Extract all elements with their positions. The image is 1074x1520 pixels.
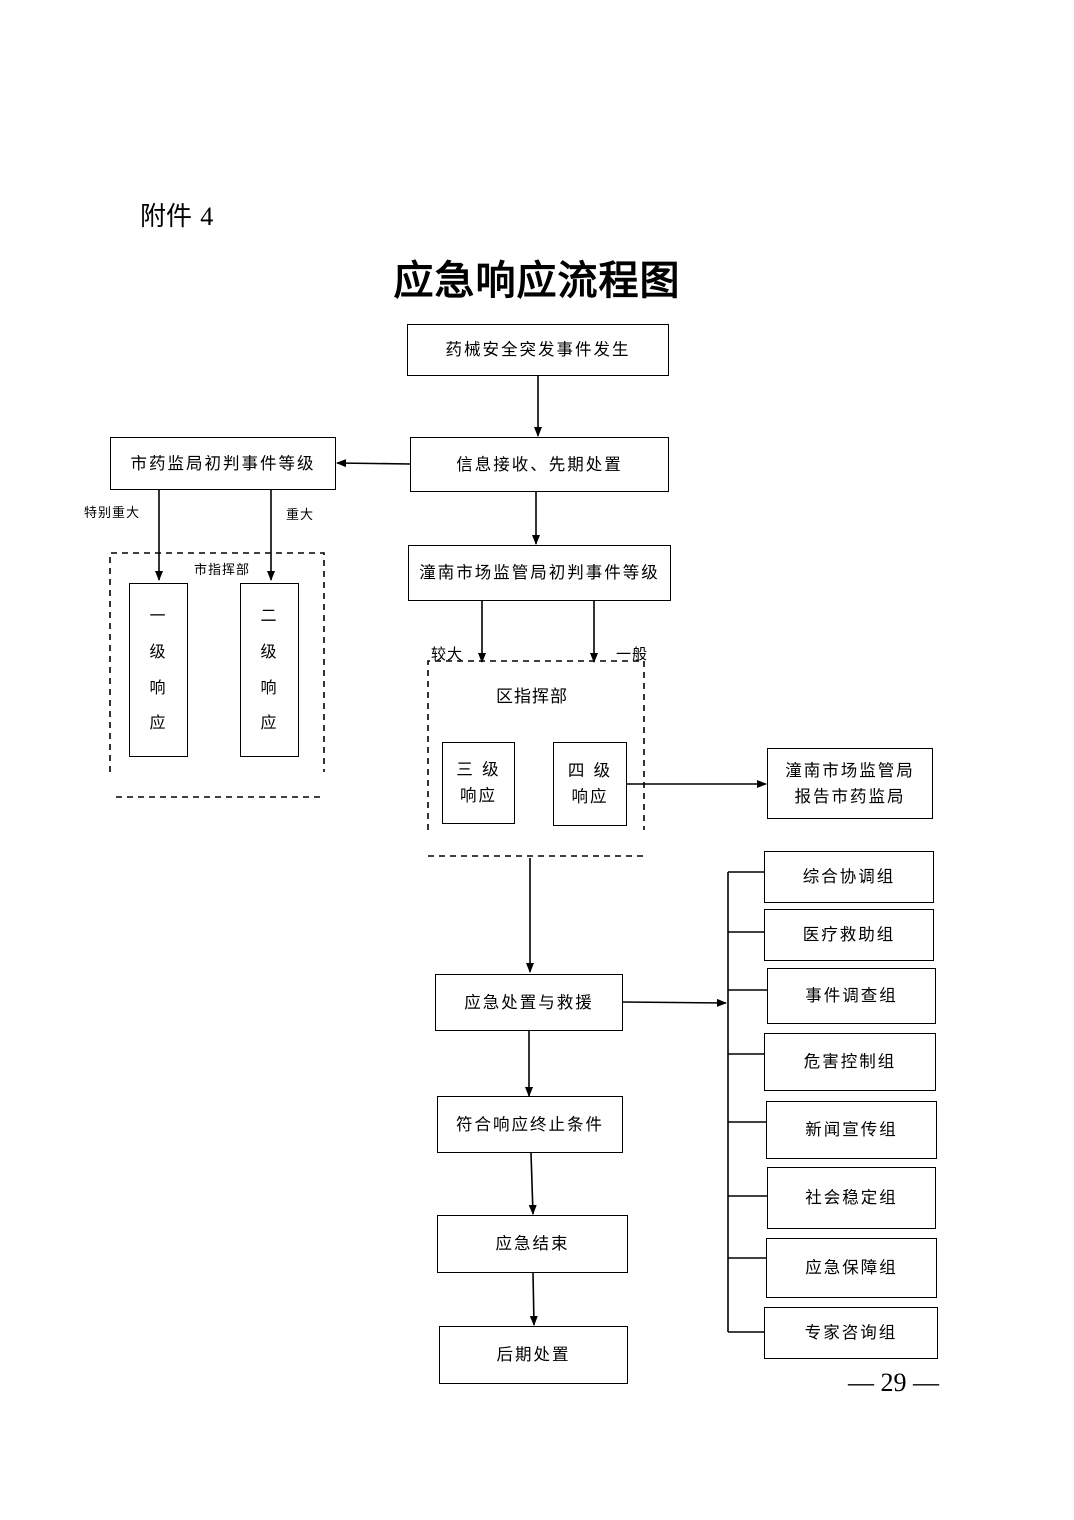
arrow-info-to-city [336,459,411,468]
group-logistics: 应急保障组 [766,1238,937,1298]
label-district-command: 区指挥部 [496,687,568,707]
node-report-city: 潼南市场监管局报告市药监局 [767,748,933,819]
group-medical: 医疗救助组 [764,909,934,961]
attachment-label: 附件 4 [140,202,214,232]
arrow-handling-to-groups [622,998,727,1007]
node-city-judge: 市药监局初判事件等级 [110,437,336,490]
district-command-frame [427,660,645,830]
group-hazard-control: 危害控制组 [764,1033,936,1091]
node-event-occurs: 药械安全突发事件发生 [407,324,669,376]
node-level4-response: 四 级响应 [553,742,627,826]
arrow-end-to-aftermath [529,1272,538,1326]
node-end: 应急结束 [437,1215,628,1273]
group-publicity: 新闻宣传组 [766,1101,937,1159]
node-level3-response: 三 级响应 [442,742,515,824]
label-larger: 较大 [431,645,464,663]
city-command-frame [109,552,325,772]
node-emergency-handling: 应急处置与救援 [435,974,623,1031]
group-social-stability: 社会稳定组 [767,1167,936,1229]
node-info-receive: 信息接收、先期处置 [410,437,669,492]
label-major: 重大 [286,508,315,523]
group-coordination: 综合协调组 [764,851,934,903]
label-especially-major: 特别重大 [84,506,141,521]
group-investigation: 事件调查组 [767,968,936,1024]
node-aftermath: 后期处置 [439,1326,628,1384]
page-title: 应急响应流程图 [393,258,681,304]
node-level2-response: 二级响应 [240,583,299,757]
label-general: 一般 [616,645,649,663]
node-level1-response: 一级响应 [129,583,188,757]
page-number: — 29 — [848,1368,939,1397]
label-city-command: 市指挥部 [194,563,251,578]
node-termination: 符合响应终止条件 [437,1096,623,1153]
arrow-termination-to-end [528,1152,537,1215]
node-district-judge: 潼南市场监管局初判事件等级 [408,545,671,601]
group-expert: 专家咨询组 [764,1307,938,1359]
